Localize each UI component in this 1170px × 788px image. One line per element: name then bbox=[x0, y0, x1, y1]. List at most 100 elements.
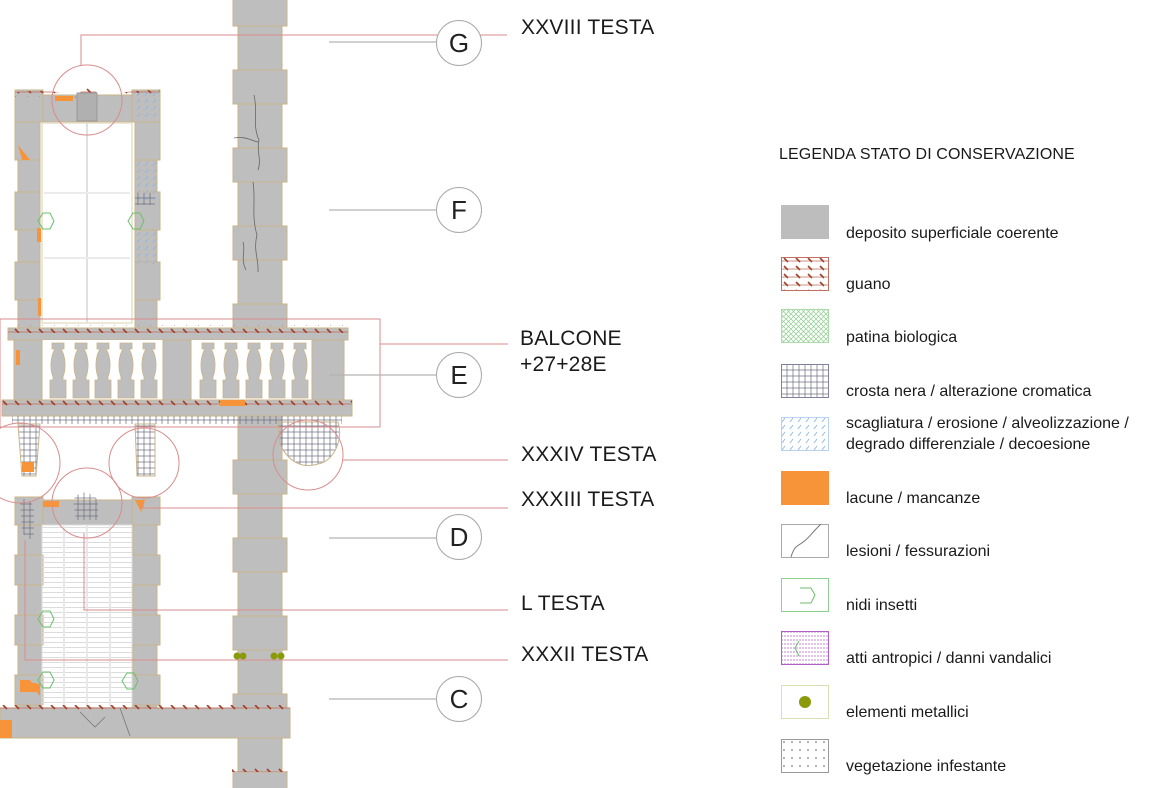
dots-swatch-icon bbox=[781, 739, 829, 773]
section-marker-label: F bbox=[451, 194, 467, 225]
section-marker-e: E bbox=[436, 352, 482, 398]
pillar-block bbox=[237, 571, 283, 617]
pillar-block bbox=[232, 0, 288, 27]
legend-label: nidi insetti bbox=[846, 597, 918, 614]
crosta-area bbox=[135, 193, 155, 205]
callout-circle bbox=[0, 422, 61, 504]
section-marker-g: G bbox=[436, 20, 482, 66]
guano-deposit bbox=[8, 325, 348, 333]
lacuna-patch bbox=[0, 720, 12, 738]
lacuna-patch bbox=[43, 501, 59, 507]
pillar-block bbox=[232, 459, 288, 495]
legend-item-guano: guano bbox=[781, 257, 1170, 297]
solid-grey-swatch-icon bbox=[781, 205, 829, 239]
erosion-area bbox=[136, 160, 156, 200]
legend-item-metallici: elementi metallici bbox=[781, 685, 1170, 725]
callout-circle bbox=[51, 64, 123, 136]
legend-item-nidi: nidi insetti bbox=[781, 578, 1170, 618]
window-jamb-block bbox=[14, 261, 41, 301]
pillar-block bbox=[237, 25, 283, 71]
callout-xxxii-testa: XXXII TESTA bbox=[521, 643, 649, 666]
legend-label: deposito superficiale coerente bbox=[846, 225, 1059, 242]
window-jamb-block bbox=[131, 614, 161, 646]
section-marker-label: D bbox=[449, 521, 469, 552]
leader-line bbox=[83, 533, 508, 611]
pillar-block bbox=[232, 537, 288, 573]
insect-nest-icon bbox=[127, 212, 145, 230]
corbel bbox=[277, 421, 340, 467]
crack-line bbox=[252, 181, 259, 273]
legend-label: degrado differenziale / decoesione bbox=[846, 436, 1091, 453]
balcony-pier bbox=[13, 339, 43, 401]
legend-label: vegetazione infestante bbox=[846, 758, 1007, 775]
window-jamb-block bbox=[132, 524, 158, 556]
lacuna-patch bbox=[22, 462, 34, 472]
legend-item-vegetazione: vegetazione infestante bbox=[781, 739, 1170, 779]
legend-label: lesioni / fessurazioni bbox=[846, 543, 991, 560]
crosta-area bbox=[20, 499, 34, 540]
window-jamb-block bbox=[14, 121, 41, 161]
keystone-head bbox=[76, 92, 98, 122]
window-jamb-block bbox=[134, 261, 161, 301]
lacuna-patch bbox=[55, 96, 73, 101]
pillar-block bbox=[232, 615, 288, 651]
section-marker-c: C bbox=[436, 676, 482, 722]
legend-item-lacune: lacune / mancanze bbox=[781, 471, 1170, 511]
corbel bbox=[134, 423, 156, 477]
section-marker-label: G bbox=[448, 27, 470, 58]
legend-item-crosta: crosta nera / alterazione cromatica bbox=[781, 364, 1170, 404]
guano-deposit bbox=[232, 768, 288, 772]
crack-line bbox=[233, 137, 259, 143]
hexagon-swatch-icon bbox=[781, 578, 829, 612]
callout-xxxiii-testa: XXXIII TESTA bbox=[521, 488, 655, 511]
erosion-area bbox=[133, 92, 157, 120]
callout-balcone: BALCONE bbox=[520, 327, 622, 350]
blue-dashes-swatch-icon bbox=[781, 417, 829, 451]
legend-label: crosta nera / alterazione cromatica bbox=[846, 383, 1092, 400]
callout-circle bbox=[272, 419, 344, 491]
lacuna-patch bbox=[28, 682, 40, 696]
callout-balcone-code: +27+28E bbox=[520, 353, 607, 376]
balcony-pier bbox=[311, 339, 345, 401]
pillar-block bbox=[232, 225, 288, 261]
lacuna-patch bbox=[37, 228, 41, 242]
legend-item-lesioni: lesioni / fessurazioni bbox=[781, 524, 1170, 564]
pillar-block bbox=[232, 147, 288, 183]
leader-line bbox=[80, 34, 507, 66]
legend-title: LEGENDA STATO DI CONSERVAZIONE bbox=[779, 146, 1075, 163]
callout-xxviii-testa: XXVIII TESTA bbox=[521, 16, 655, 39]
legend-label: scagliatura / erosione / alveolizzazione… bbox=[846, 415, 1129, 432]
section-marker-label: E bbox=[450, 359, 468, 390]
leader-line bbox=[24, 540, 508, 661]
green-crosshatch-swatch-icon bbox=[781, 309, 829, 343]
dot-swatch-icon bbox=[781, 685, 829, 719]
guano-deposit bbox=[0, 705, 290, 710]
window-jamb-block bbox=[14, 191, 41, 231]
lacuna-patch bbox=[18, 145, 30, 160]
balcony-pier bbox=[162, 339, 192, 401]
legend-item-atti: atti antropici / danni vandalici bbox=[781, 631, 1170, 671]
legend-item-deposito: deposito superficiale coerente bbox=[781, 205, 1170, 245]
metal-element-icon bbox=[239, 652, 247, 660]
callout-circle bbox=[51, 467, 123, 539]
legend-label: guano bbox=[846, 276, 891, 293]
legend-label: elementi metallici bbox=[846, 704, 969, 721]
pillar-block bbox=[237, 181, 283, 227]
callout-xxxiv-testa: XXXIV TESTA bbox=[521, 443, 657, 466]
pillar-block bbox=[237, 259, 283, 305]
erosion-area bbox=[136, 230, 156, 265]
crack-line bbox=[242, 241, 247, 271]
insect-nest-icon bbox=[37, 212, 55, 230]
crosta-area bbox=[73, 492, 98, 520]
callout-circle bbox=[108, 427, 180, 499]
lacuna-patch bbox=[38, 298, 41, 316]
insect-nest-icon bbox=[121, 672, 139, 690]
lacuna-patch bbox=[220, 400, 245, 406]
metal-element-icon bbox=[233, 652, 241, 660]
metal-element-icon bbox=[277, 652, 285, 660]
window-jamb-block bbox=[131, 674, 161, 706]
callout-box bbox=[0, 318, 381, 428]
metal-element-icon bbox=[270, 652, 278, 660]
section-marker-d: D bbox=[436, 514, 482, 560]
insect-nest-icon bbox=[37, 610, 55, 628]
